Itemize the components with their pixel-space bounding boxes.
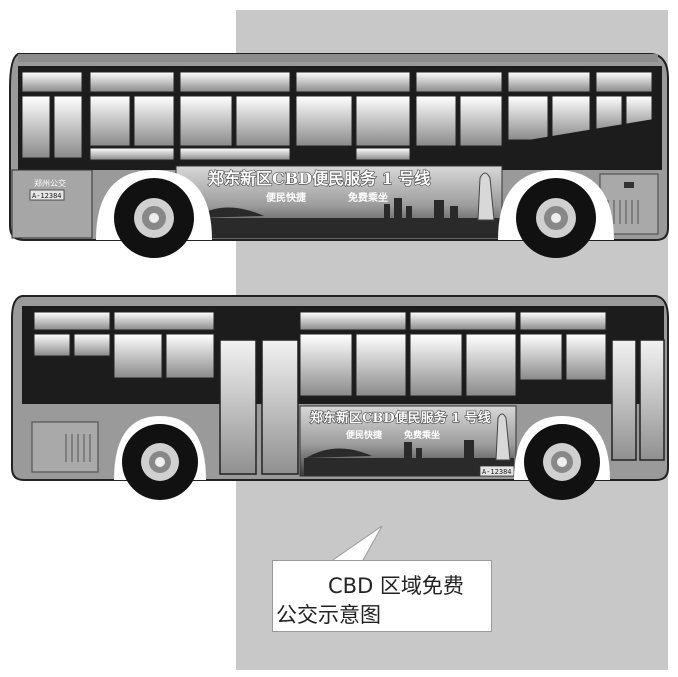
top-ad-title: 郑东新区CBD便民服务 1 号线	[208, 169, 430, 188]
top-bus-illustration: 郑东新区CBD便民服务 1 号线 便民快捷 免费乘坐 郑州公交 A-12384	[9, 53, 669, 258]
top-rear-wheel	[516, 178, 596, 258]
caption-box	[272, 560, 492, 632]
top-front-wheel	[114, 178, 194, 258]
bottom-ad-slogan-2: 免费乘坐	[404, 429, 440, 441]
bottom-front-wheel	[524, 424, 600, 500]
top-logo-text: 郑州公交	[34, 178, 66, 188]
top-ad-slogan-2: 免费乘坐	[348, 191, 388, 204]
top-bus: 郑东新区CBD便民服务 1 号线 便民快捷 免费乘坐 郑州公交 A-12384	[4, 48, 670, 266]
callout-pointer	[328, 525, 383, 564]
top-plate: A-12384	[32, 192, 62, 200]
bottom-bus-illustration: 郑东新区CBD便民服务 1 号线 便民快捷 免费乘坐 A-12384	[11, 295, 669, 500]
bottom-rear-wheel	[122, 424, 198, 500]
caption-line-1: CBD 区域免费	[328, 574, 464, 598]
bottom-plate: A-12384	[482, 468, 512, 476]
bottom-ad-title: 郑东新区CBD便民服务 1 号线	[310, 410, 491, 426]
caption-callout: CBD 区域免费 公交示意图	[272, 560, 492, 632]
caption-line-2: 公交示意图	[276, 603, 381, 627]
bottom-bus: 郑东新区CBD便民服务 1 号线 便民快捷 免费乘坐 A-12384	[4, 290, 670, 502]
top-ad-slogan-1: 便民快捷	[266, 191, 307, 204]
bottom-ad-slogan-1: 便民快捷	[346, 429, 383, 441]
